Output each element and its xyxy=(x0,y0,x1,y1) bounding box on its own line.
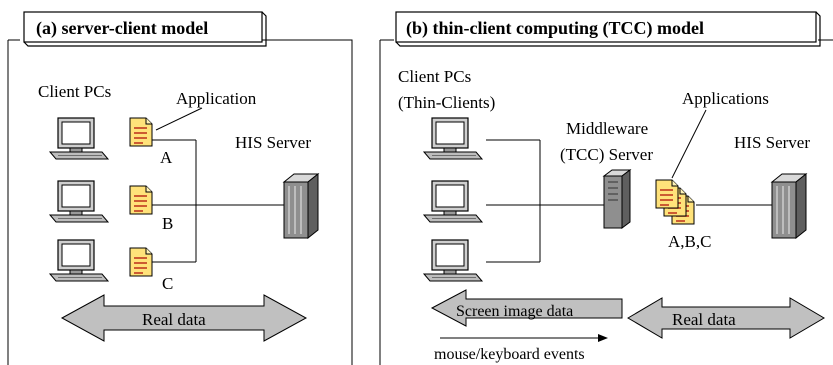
panel-a-frame xyxy=(7,39,353,365)
thin-client-label-line2: (Thin-Clients) xyxy=(398,93,495,112)
client-pc-icon xyxy=(49,180,109,223)
his-server-label-b: HIS Server xyxy=(734,133,810,152)
his-server-icon-b xyxy=(771,173,807,239)
doc-letter-b: B xyxy=(162,214,173,233)
panel-a: (a) server-client model Client PCs Appli… xyxy=(7,11,353,365)
client-pcs-label: Client PCs xyxy=(38,82,111,101)
screen-image-arrow xyxy=(430,289,623,327)
application-pointer xyxy=(155,107,203,131)
application-doc-icon xyxy=(129,247,153,277)
his-server-label: HIS Server xyxy=(235,133,311,152)
client-pc-icon xyxy=(49,117,109,160)
application-doc-icon xyxy=(129,185,153,215)
applications-label: Applications xyxy=(682,89,769,108)
events-label: mouse/keyboard events xyxy=(434,346,585,363)
real-data-arrow-b xyxy=(627,297,825,339)
his-server-icon xyxy=(283,173,319,239)
application-label: Application xyxy=(176,89,257,108)
panel-b-title: (b) thin-client computing (TCC) model xyxy=(406,18,704,39)
network-lines-b xyxy=(486,139,772,263)
panel-a-title-box xyxy=(23,11,263,43)
application-doc-icon xyxy=(129,117,153,147)
real-data-label-a: Real data xyxy=(142,310,206,329)
apps-letters: A,B,C xyxy=(668,232,711,251)
application-doc-icon xyxy=(655,179,679,209)
doc-letter-c: C xyxy=(162,274,173,293)
screen-image-label: Screen image data xyxy=(456,303,573,320)
panel-b: (b) thin-client computing (TCC) model Cl… xyxy=(379,11,833,365)
real-data-label-b: Real data xyxy=(672,310,736,329)
client-pc-icon xyxy=(49,239,109,282)
panel-a-title: (a) server-client model xyxy=(36,18,208,39)
events-arrow-head xyxy=(598,334,608,342)
network-lines xyxy=(152,139,284,263)
thin-client-pc-icon xyxy=(423,239,483,282)
middleware-label-line1: Middleware xyxy=(566,119,648,138)
applications-pointer xyxy=(671,109,707,179)
thin-client-label-line1: Client PCs xyxy=(398,67,471,86)
middleware-label-line2: (TCC) Server xyxy=(560,145,653,164)
thin-client-pc-icon xyxy=(423,117,483,160)
panel-b-title-box xyxy=(395,11,817,43)
doc-letter-a: A xyxy=(160,148,173,167)
real-data-arrow xyxy=(60,294,308,342)
middleware-server-icon xyxy=(602,169,632,229)
thin-client-pc-icon xyxy=(423,180,483,223)
